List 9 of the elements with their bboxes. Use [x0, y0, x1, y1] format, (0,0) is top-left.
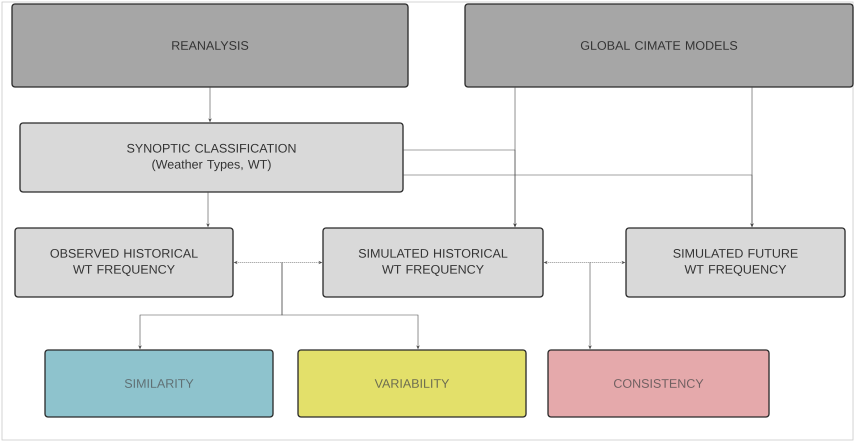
result-box: CONSISTENCY	[547, 349, 770, 418]
process-box: SIMULATED FUTURE WT FREQUENCY	[625, 227, 846, 298]
process-box: SYNOPTIC CLASSIFICATION (Weather Types, WT)	[19, 122, 404, 193]
result-box: SIMILARITY	[44, 349, 274, 418]
source-box: REANALYSIS	[11, 3, 409, 88]
result-box: VARIABILITY	[297, 349, 527, 418]
process-box: SIMULATED HISTORICAL WT FREQUENCY	[322, 227, 544, 298]
source-box: GLOBAL CIMATE MODELS	[464, 3, 854, 88]
process-box: OBSERVED HISTORICAL WT FREQUENCY	[14, 227, 234, 298]
